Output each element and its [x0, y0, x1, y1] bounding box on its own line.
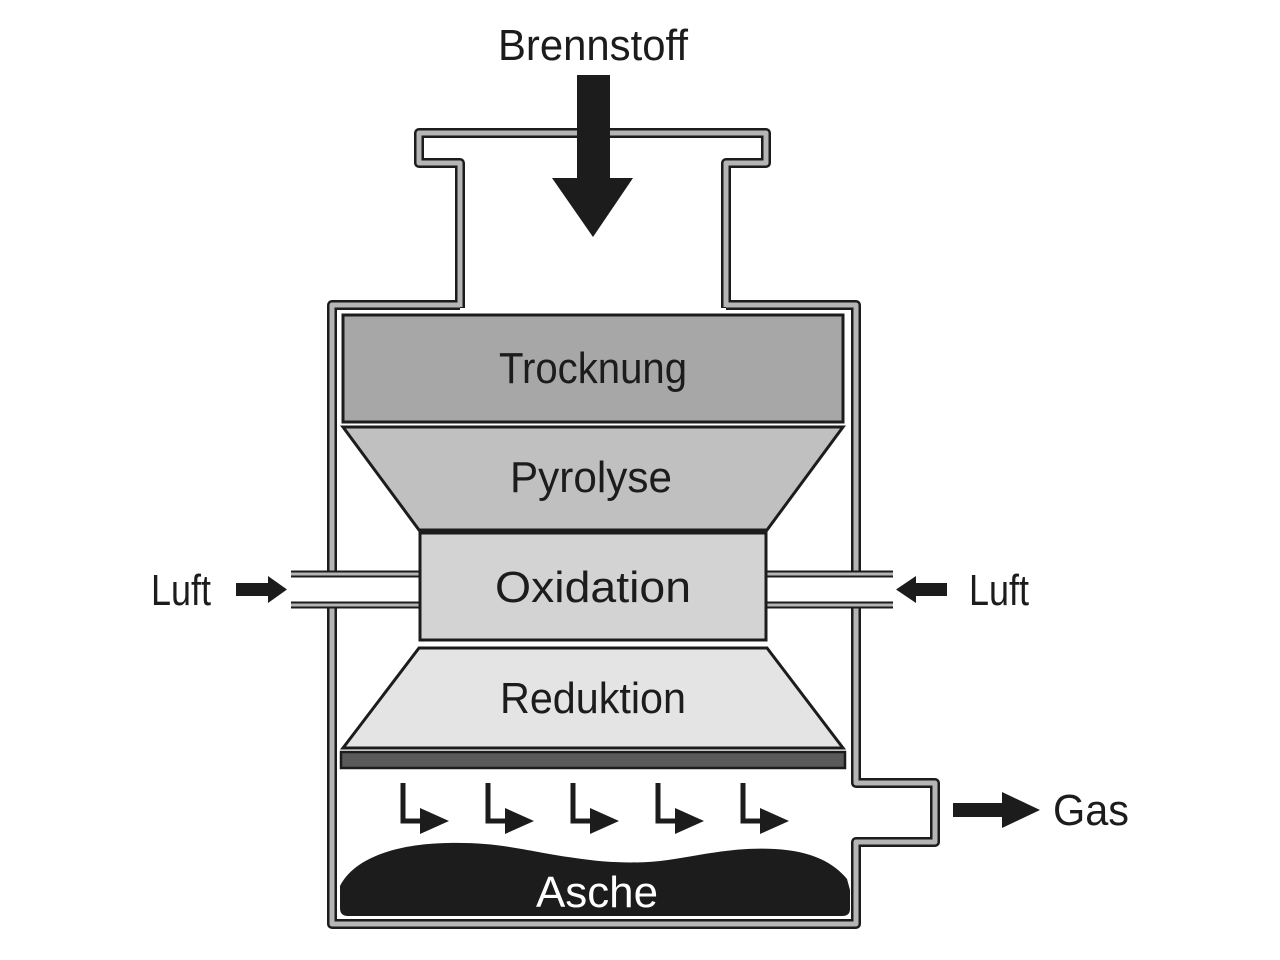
gas-flow-arrowhead-icon — [505, 808, 534, 834]
drying-zone-shape — [341, 313, 845, 424]
ash-label: Asche — [536, 868, 658, 917]
air-pipe-right-wall-fill — [765, 572, 893, 607]
air-pipe-right-bore — [765, 574, 893, 605]
air-right-arrow-icon — [896, 576, 947, 603]
gas-flow-arrow-icon — [655, 783, 677, 824]
gas-flow-arrow-icon — [400, 783, 422, 824]
oxidation-zone-label: Oxidation — [495, 563, 691, 612]
air-pipe-left-wall-fill — [291, 572, 421, 607]
air-left-label: Luft — [151, 566, 211, 615]
fuel-label: Brennstoff — [498, 21, 689, 70]
oxidation-zone-shape — [418, 531, 768, 642]
fuel-input-arrow-icon — [552, 75, 633, 237]
vessel-wall-fill — [329, 302, 938, 927]
gas-flow-arrow-icon — [485, 783, 507, 824]
gas-output-arrow-icon — [953, 792, 1040, 828]
gas-output-label: Gas — [1053, 786, 1129, 835]
gas-flow-arrows — [400, 783, 789, 834]
grate-bar — [339, 750, 847, 770]
pyrolysis-zone-shape — [340, 425, 846, 532]
gas-flow-arrow-icon — [740, 783, 762, 824]
air-right-label: Luft — [969, 566, 1029, 615]
gas-flow-arrowhead-icon — [590, 808, 619, 834]
reduction-zone-label: Reduktion — [500, 674, 686, 723]
ash-pile-shape — [340, 842, 850, 916]
air-pipe-left-bore — [291, 574, 421, 605]
gas-flow-arrowhead-icon — [675, 808, 704, 834]
gas-flow-arrowhead-icon — [420, 808, 449, 834]
pyrolysis-zone-label: Pyrolyse — [510, 453, 672, 502]
gas-flow-arrow-icon — [570, 783, 592, 824]
drying-zone-label: Trocknung — [499, 344, 687, 393]
gas-flow-arrowhead-icon — [760, 808, 789, 834]
reduction-zone-shape — [339, 646, 847, 750]
air-left-arrow-icon — [236, 576, 287, 603]
